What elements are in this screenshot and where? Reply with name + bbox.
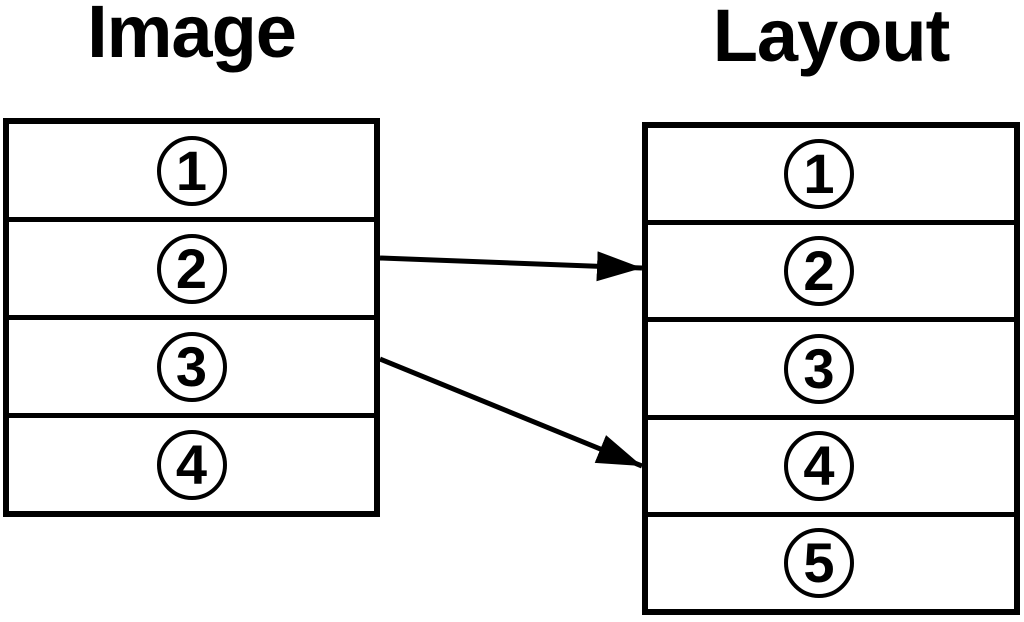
layout-row-2: 2 [648,225,1014,323]
circled-number: 2 [156,233,227,304]
circled-number: 5 [784,527,854,598]
image-column-title: Image [87,0,297,73]
arrow-image3-to-layout4 [379,356,643,469]
image-row-3: 3 [9,320,374,418]
layout-row-3: 3 [648,322,1014,420]
circled-number: 3 [784,333,854,404]
layout-row-4: 4 [648,419,1014,517]
circled-number: 2 [784,236,854,307]
image-row-2: 2 [9,222,374,320]
circled-number: 4 [156,429,227,500]
layout-stack: 1 2 3 4 5 [642,122,1020,615]
image-stack: 1 2 3 4 [3,118,380,517]
arrow-image2-to-layout2 [379,251,643,282]
layout-row-5: 5 [648,516,1014,610]
circled-number: 3 [156,331,227,402]
layout-row-1: 1 [648,128,1014,226]
layout-column-title: Layout [712,0,951,77]
image-row-1: 1 [9,124,374,222]
circled-number: 1 [784,139,854,210]
image-row-4: 4 [9,418,374,511]
circled-number: 4 [784,430,854,501]
circled-number: 1 [156,135,227,206]
